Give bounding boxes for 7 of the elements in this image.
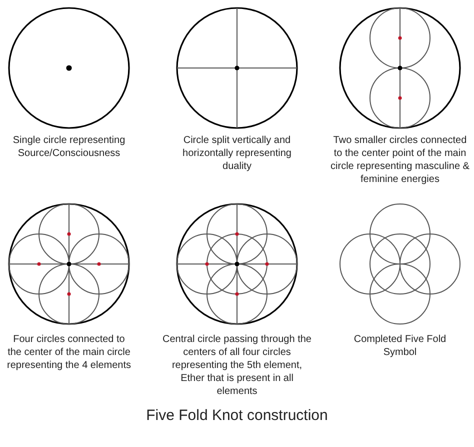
- caption: Two smaller circles connected to the center point of the main circle representing masculine & feminine energies: [330, 134, 470, 186]
- title: Five Fold Knot construction: [145, 407, 329, 424]
- caption: Single circle representing Source/Consciousness: [12, 134, 126, 160]
- caption: Four circles connected to the center of the main circle representing the 4 elements: [6, 333, 132, 372]
- caption: Central circle passing through the centers of all four circles representing the 5th element, Ether that is present in all elements: [162, 333, 312, 398]
- caption: Completed Five Fold Symbol: [352, 333, 448, 359]
- caption: Circle split vertically and horizontally representing duality: [182, 134, 292, 173]
